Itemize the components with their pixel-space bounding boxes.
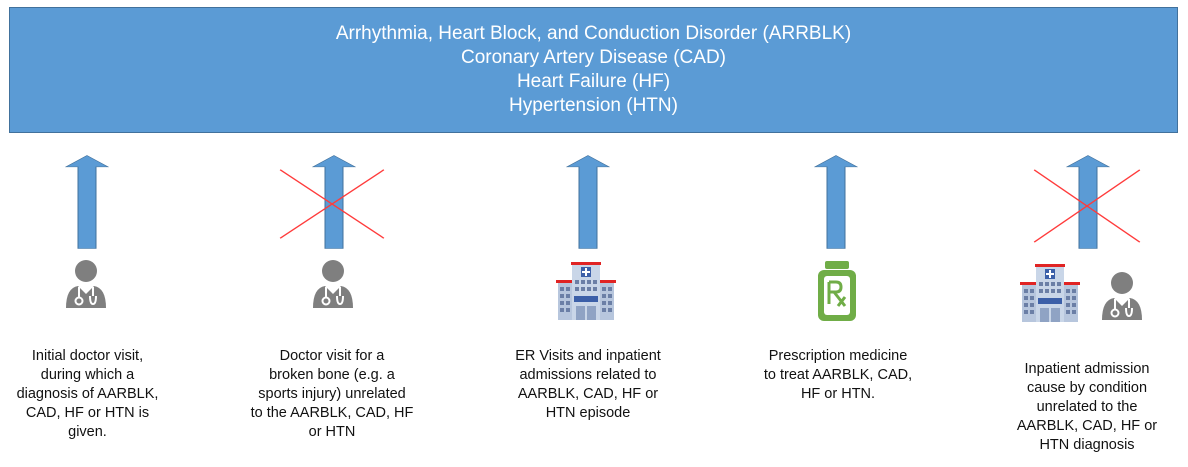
caption-line: to the AARBLK, CAD, HF (250, 405, 414, 421)
caption-line: diagnosis of AARBLK, (16, 386, 159, 402)
caption-line: during which a (40, 367, 135, 383)
caption-initial-visit: Initial doctor visit, during which a dia… (5, 347, 170, 442)
caption-line: sports injury) unrelated (258, 386, 406, 402)
caption-line: Prescription medicine (768, 348, 908, 364)
caption-line: broken bone (e.g. a (269, 367, 395, 383)
caption-line: HTN episode (545, 405, 631, 421)
doctor-icon (1100, 270, 1144, 322)
up-arrow-icon (65, 155, 109, 249)
banner-line-arrblk: Arrhythmia, Heart Block, and Conduction … (335, 23, 852, 44)
up-arrow-icon (814, 155, 858, 249)
banner-line-hf: Heart Failure (HF) (516, 71, 671, 92)
caption-line: admissions related to (519, 367, 657, 383)
banner-line-htn: Hypertension (HTN) (509, 95, 678, 116)
caption-line: to treat AARBLK, CAD, (763, 367, 913, 383)
caption-line: CAD, HF or HTN is (25, 405, 150, 421)
banner-line-cad: Coronary Artery Disease (CAD) (460, 47, 727, 68)
caption-line: unrelated to the (1036, 399, 1138, 415)
caption-line: HTN diagnosis (1039, 437, 1135, 453)
caption-line: HF or HTN. (800, 386, 876, 402)
caption-line: ER Visits and inpatient (515, 348, 661, 364)
caption-line: Inpatient admission (1024, 361, 1150, 377)
caption-unrelated-admission: Inpatient admission cause by condition u… (992, 360, 1182, 455)
doctor-icon (64, 258, 108, 310)
caption-unrelated-visit: Doctor visit for a broken bone (e.g. a s… (232, 347, 432, 442)
hospital-icon (556, 260, 616, 322)
condition-banner: Arrhythmia, Heart Block, and Conduction … (9, 7, 1178, 133)
prescription-bottle-icon (817, 260, 857, 322)
caption-line: AARBLK, CAD, HF or (1016, 418, 1158, 434)
up-arrow-icon (566, 155, 610, 249)
caption-line: or HTN (308, 424, 356, 440)
caption-line: Doctor visit for a (279, 348, 385, 364)
doctor-icon (311, 258, 355, 310)
caption-line: given. (68, 424, 107, 440)
caption-prescription: Prescription medicine to treat AARBLK, C… (738, 347, 938, 404)
red-x-icon (278, 168, 386, 240)
caption-line: AARBLK, CAD, HF or (517, 386, 659, 402)
caption-line: cause by condition (1026, 380, 1148, 396)
caption-line: Initial doctor visit, (31, 348, 144, 364)
caption-er-visits: ER Visits and inpatient admissions relat… (488, 347, 688, 423)
red-x-icon (1032, 168, 1142, 244)
hospital-icon (1020, 262, 1080, 324)
